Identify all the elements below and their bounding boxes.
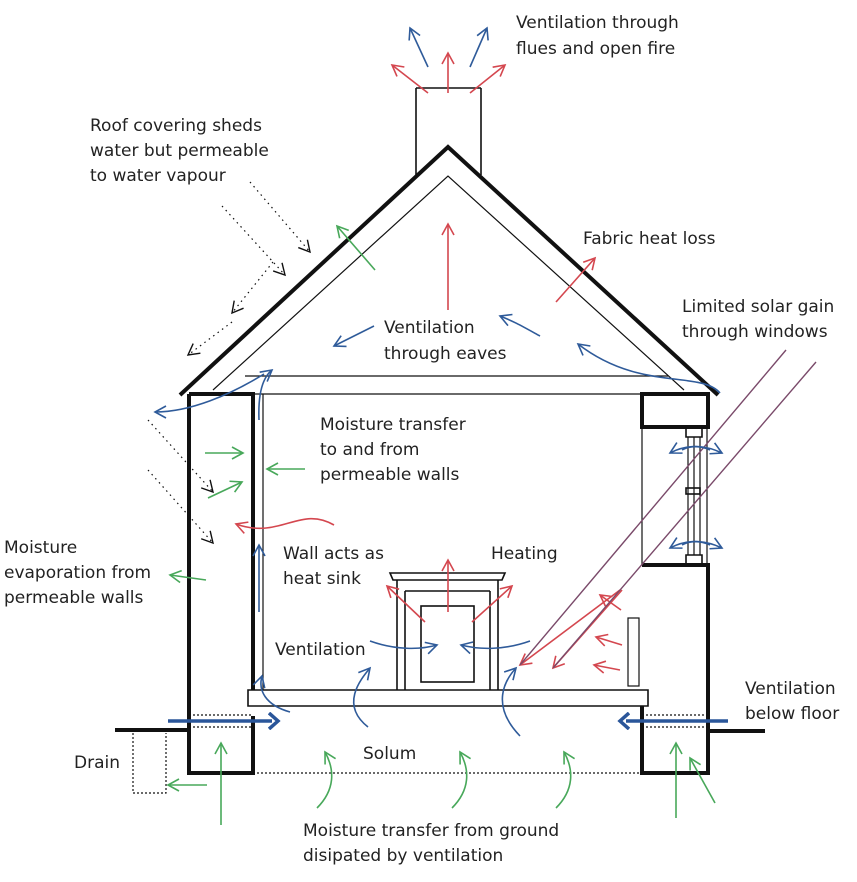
flue-air-arrow bbox=[408, 26, 429, 68]
floor-air-arrow bbox=[501, 666, 521, 737]
ground-moisture-arrow bbox=[316, 750, 337, 809]
vent-line-right bbox=[642, 714, 708, 728]
building-structure bbox=[115, 87, 765, 794]
ground-moisture-arrow bbox=[689, 756, 716, 804]
ground-moisture-arrow bbox=[555, 750, 576, 809]
rain-arrow bbox=[231, 261, 274, 315]
rain-arrow bbox=[186, 321, 233, 356]
label-solar-gain: Limited solar gain through windows bbox=[682, 297, 840, 342]
roof-outer bbox=[178, 144, 720, 397]
eaves-right-arrow bbox=[576, 342, 721, 394]
labels: Ventilation through flues and open fire … bbox=[4, 13, 841, 866]
air-arrows bbox=[153, 26, 728, 737]
floor-air-arrow bbox=[252, 674, 291, 713]
eaves-left-arrow bbox=[153, 373, 265, 419]
solar-ray bbox=[552, 361, 817, 669]
ground-moisture-arrow bbox=[451, 750, 472, 809]
label-roof-covering: Roof covering sheds water but permeable … bbox=[90, 116, 274, 186]
floor bbox=[247, 689, 649, 707]
roof-inner bbox=[212, 175, 685, 391]
label-ventilation: Ventilation bbox=[275, 640, 366, 660]
label-heat-sink: Wall acts as heat sink bbox=[283, 544, 389, 589]
label-ground-moisture: Moisture transfer from ground disipated … bbox=[303, 821, 565, 866]
drain bbox=[132, 733, 167, 794]
eaves-air-arrow bbox=[498, 313, 541, 337]
label-eaves: Ventilation through eaves bbox=[384, 318, 507, 364]
eaves-left-up-arrow bbox=[258, 368, 274, 421]
label-solum: Solum bbox=[363, 744, 416, 764]
label-heating: Heating bbox=[491, 544, 558, 564]
rain-arrow bbox=[147, 419, 214, 494]
solar-heat-arrow bbox=[518, 589, 621, 667]
vent-line-left bbox=[189, 714, 253, 728]
label-drain: Drain bbox=[74, 753, 120, 773]
label-wall-moisture-transfer: Moisture transfer to and from permeable … bbox=[320, 415, 471, 485]
solar-ray bbox=[519, 349, 787, 666]
moisture-arrows bbox=[166, 224, 716, 825]
radiant-heat-arrow bbox=[594, 633, 623, 647]
label-evaporation: Moisture evaporation from permeable wall… bbox=[4, 538, 156, 608]
radiant-heat-arrow bbox=[598, 594, 622, 611]
rain-arrow bbox=[147, 469, 214, 545]
eaves-air-arrow bbox=[332, 325, 375, 348]
fire-air-arrow bbox=[459, 640, 531, 655]
radiator-panel bbox=[627, 617, 640, 687]
fire-heat-arrow bbox=[471, 584, 514, 623]
wall-moisture-arrow bbox=[207, 480, 244, 499]
window-air-arrow bbox=[668, 442, 711, 454]
heat-arrows bbox=[234, 51, 623, 674]
ceiling bbox=[200, 375, 668, 395]
flue-heat-arrow bbox=[469, 63, 507, 94]
label-fabric-heat-loss: Fabric heat loss bbox=[583, 229, 716, 249]
flue-air-arrow bbox=[469, 26, 489, 68]
right-wall-lower bbox=[640, 563, 710, 775]
label-below-floor: Ventilation below floor bbox=[745, 679, 841, 724]
fire-heat-arrow bbox=[385, 584, 426, 623]
solar-rays bbox=[519, 349, 817, 669]
window-air-arrow bbox=[668, 537, 711, 549]
window bbox=[685, 427, 708, 565]
fabric-heat-loss-arrow bbox=[555, 256, 597, 303]
rain-arrow bbox=[249, 181, 311, 254]
floor-air-arrow bbox=[352, 666, 372, 728]
fire-air-arrow bbox=[369, 640, 439, 655]
rain-arrows bbox=[147, 181, 311, 545]
left-wall-outer bbox=[187, 392, 255, 775]
flue-heat-arrow bbox=[390, 63, 429, 94]
evaporation-arrow bbox=[168, 569, 207, 584]
radiant-heat-arrow bbox=[592, 660, 621, 674]
right-wall-head bbox=[640, 392, 710, 429]
wall-heat-sink-arrow bbox=[234, 517, 335, 534]
rain-arrow bbox=[221, 205, 286, 277]
roof-vapour-arrow bbox=[335, 224, 376, 271]
label-flues: Ventilation through flues and open fire bbox=[516, 13, 684, 59]
chimney bbox=[415, 87, 482, 175]
